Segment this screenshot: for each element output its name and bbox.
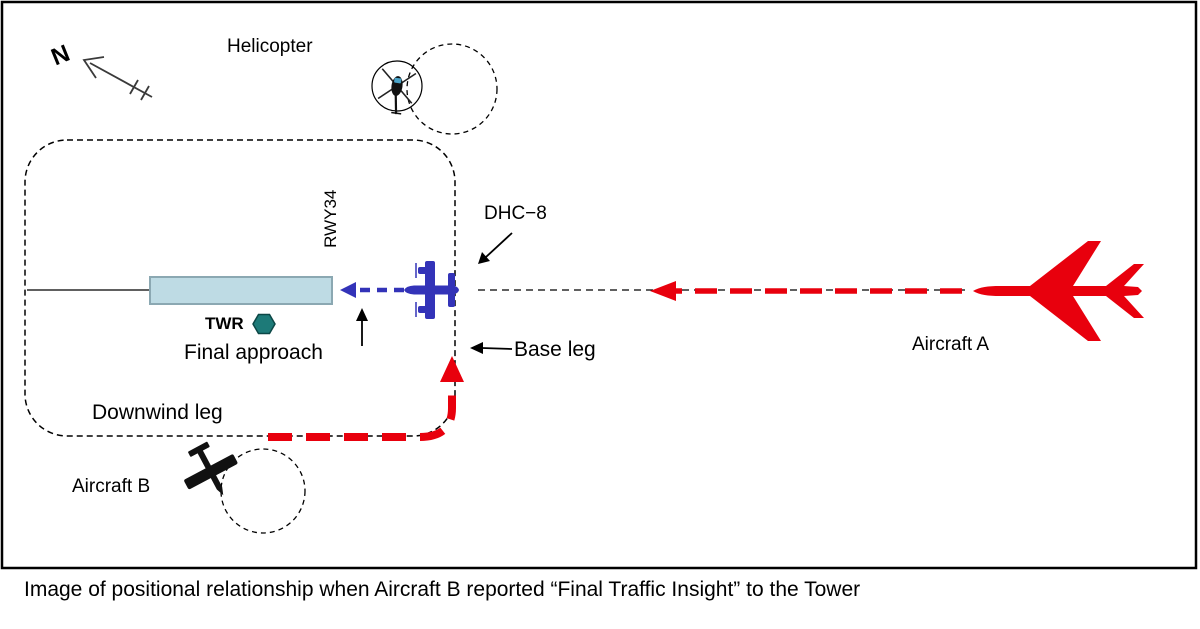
dhc8-pointer-arrow — [478, 232, 513, 264]
runway-label: RWY34 — [321, 189, 341, 248]
final-approach-pointer-arrow — [356, 308, 368, 346]
downwind-leg-label: Downwind leg — [92, 401, 223, 424]
helicopter-label: Helicopter — [227, 36, 313, 57]
aircraft-a-label: Aircraft A — [912, 334, 990, 355]
tower-label: TWR — [205, 314, 244, 333]
aircraft-b-path-arrowhead — [440, 356, 464, 382]
aircraft-b-path — [268, 386, 456, 441]
tower-icon — [252, 313, 276, 335]
aircraft-b-label: Aircraft B — [72, 476, 151, 497]
aircraft-b-icon — [184, 441, 238, 496]
helicopter-icon — [377, 68, 417, 115]
final-approach-arrowhead — [340, 282, 356, 298]
traffic-pattern-path — [24, 139, 456, 437]
final-approach-label: Final approach — [184, 341, 323, 364]
dhc8-aircraft-icon — [404, 261, 459, 319]
base-leg-pointer-arrow — [470, 342, 513, 354]
aircraft-a-icon — [973, 241, 1144, 341]
caption: Image of positional relationship when Ai… — [24, 578, 861, 601]
north-arrow-icon — [82, 56, 153, 101]
base-leg-label: Base leg — [514, 338, 596, 361]
helicopter-orbit-path — [406, 43, 498, 135]
dhc8-label: DHC−8 — [484, 203, 547, 224]
runway-rect — [149, 276, 333, 305]
aircraft-a-arrowhead — [650, 281, 676, 301]
aircraft-b-orbit-path — [220, 448, 306, 534]
